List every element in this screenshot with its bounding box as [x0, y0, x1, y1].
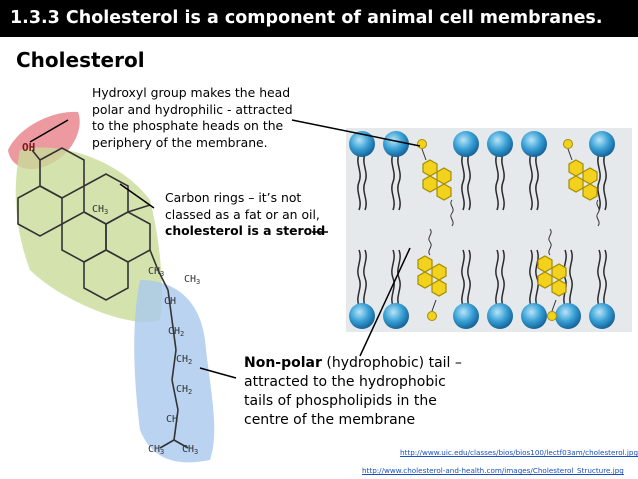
- phosphate-head: [589, 131, 615, 157]
- slide-heading: Cholesterol: [16, 48, 145, 72]
- tail-annotation-line: tails of phospholipids in the: [244, 393, 437, 409]
- phosphate-head: [349, 131, 375, 157]
- phosphate-head: [521, 303, 547, 329]
- hydroxyl-annotation: Hydroxyl group makes the head polar and …: [92, 85, 322, 151]
- hydroxyl-annotation-line: to the phosphate heads on the: [92, 118, 284, 133]
- membrane-diagram: [346, 128, 632, 332]
- phosphate-head: [589, 303, 615, 329]
- cholesterol-molecule: [537, 228, 567, 321]
- phosphate-head: [487, 131, 513, 157]
- cholesterol-molecule: [563, 139, 600, 227]
- top-leaflet: [349, 131, 615, 227]
- slide-title: 1.3.3 Cholesterol is a component of anim…: [0, 0, 638, 37]
- cholesterol-skeletal-structure: [17, 147, 189, 449]
- ch3-label-side-a: CH3: [148, 266, 164, 278]
- ch2-label-a: CH2: [168, 326, 184, 338]
- ch2-label-c: CH2: [176, 384, 192, 396]
- oh-group-label: OH: [22, 141, 35, 154]
- pointer-lines: [29, 119, 421, 379]
- pointer-to-rings: [119, 183, 155, 209]
- hydroxyl-annotation-line: polar and hydrophilic - attracted: [92, 101, 293, 117]
- pointer-to-oh: [29, 119, 69, 143]
- structure-highlights: [8, 111, 215, 463]
- pointer-to-tail-diagram: [359, 247, 411, 357]
- hydroxyl-annotation-line: periphery of the membrane.: [92, 134, 268, 150]
- tail-annotation-line: centre of the membrane: [244, 412, 416, 428]
- steroid-emphasis: cholesterol is a steroid: [165, 223, 326, 238]
- bottom-leaflet: [349, 228, 615, 329]
- pointer-to-hydroxyl-head: [291, 119, 421, 147]
- tail-annotation: Non-polar (hydrophobic) tail – attracted…: [244, 354, 494, 430]
- pointer-to-tail-structure: [199, 367, 237, 379]
- phosphate-head: [521, 131, 547, 157]
- cholesterol-molecule: [417, 228, 447, 321]
- ch2-label-b: CH2: [176, 354, 192, 366]
- phosphate-head: [453, 131, 479, 157]
- phosphate-head: [487, 303, 513, 329]
- phosphate-head: [349, 303, 375, 329]
- structure-group-labels: OH CH3 CH3 CH3 CH CH2 CH2 CH2 CH CH3 CH3: [22, 141, 200, 456]
- rings-annotation-line: classed as a fat or an oil,: [165, 206, 320, 222]
- ch-label: CH: [164, 296, 176, 307]
- phosphate-head: [383, 303, 409, 329]
- source-link-cholesterol-health[interactable]: http://www.cholesterol-and-health.com/im…: [362, 466, 624, 475]
- ch3-label-end-a: CH3: [148, 444, 164, 456]
- ch3-label-side-b: CH3: [184, 274, 200, 286]
- tail-annotation-line: (hydrophobic) tail –: [321, 355, 462, 371]
- phosphate-head: [453, 303, 479, 329]
- ch3-label-ring: CH3: [92, 204, 108, 216]
- hydroxyl-annotation-line: Hydroxyl group makes the head: [92, 85, 291, 100]
- phosphate-head: [383, 131, 409, 157]
- source-link-uic[interactable]: http://www.uic.edu/classes/bios/bios100/…: [400, 448, 638, 457]
- tail-annotation-line: attracted to the hydrophobic: [244, 374, 446, 390]
- ch3-label-end-b: CH3: [182, 444, 198, 456]
- ch-label-b: CH: [166, 414, 178, 425]
- phosphate-head: [555, 303, 581, 329]
- rings-annotation-line: Carbon rings – it’s not: [165, 190, 302, 205]
- non-polar-emphasis: Non-polar: [244, 355, 322, 371]
- rings-annotation: Carbon rings – it’s not classed as a fat…: [165, 190, 335, 240]
